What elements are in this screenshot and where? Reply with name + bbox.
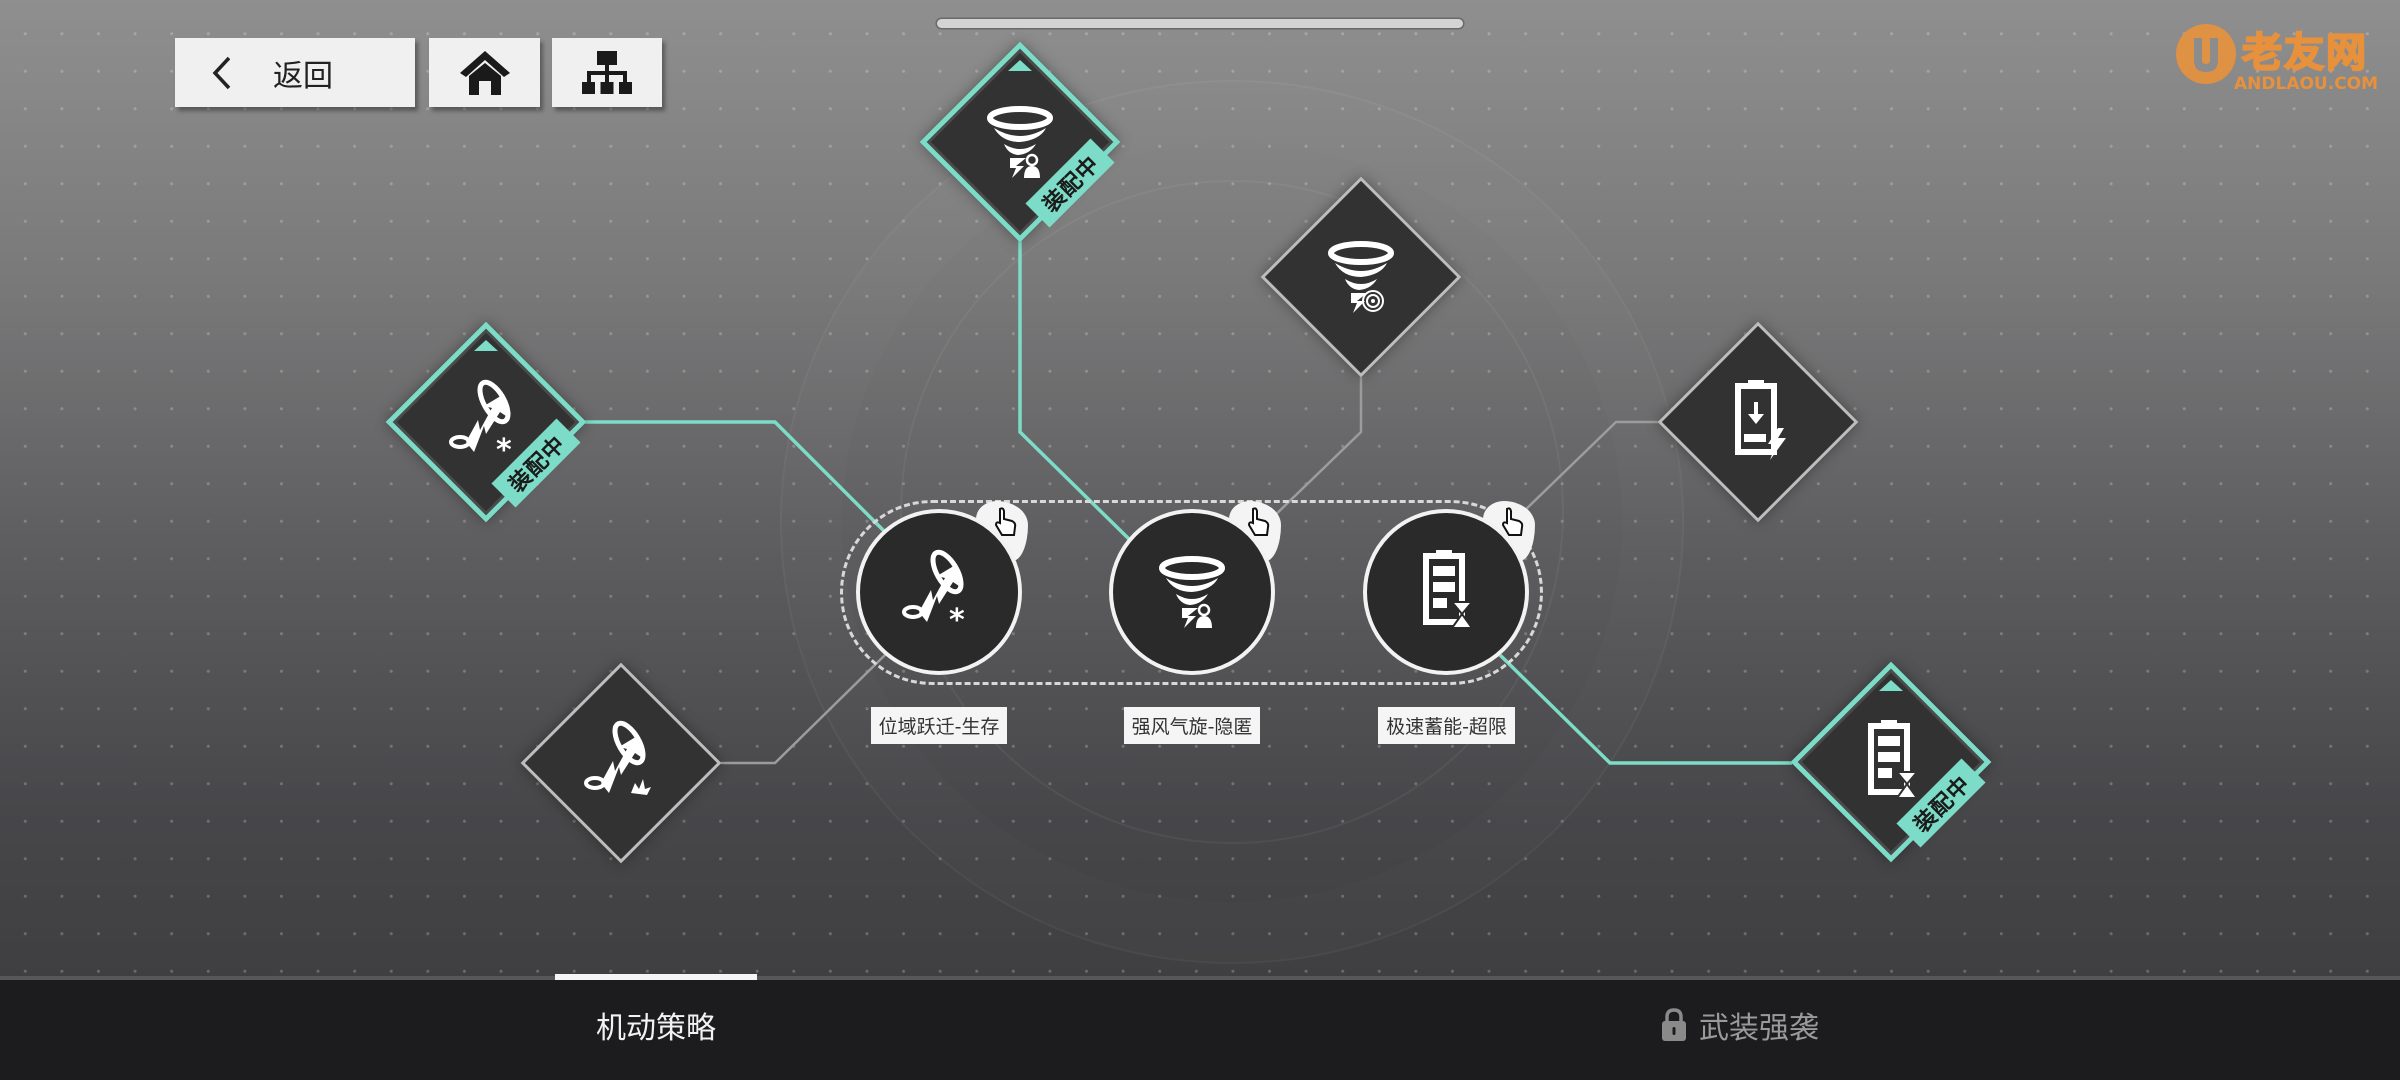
skill-tree-button[interactable] <box>552 38 662 107</box>
module-node-battery-overlimit[interactable]: 装配中 <box>1790 661 1992 863</box>
module-node-battery-charge[interactable] <box>1657 321 1859 523</box>
battery-hourglass-icon <box>1396 542 1475 629</box>
tab-label: 武装强袭 <box>1699 1011 1819 1046</box>
slot-label: 极速蓄能-超限 <box>1378 707 1515 744</box>
svg-text:*: * <box>949 603 965 638</box>
back-label: 返回 <box>273 58 333 94</box>
watermark-logo: 老友网 ANDLAOU.COM <box>2172 16 2392 96</box>
module-node-warp-survival[interactable]: * 装配中 <box>385 321 587 523</box>
tornado-stealth-icon <box>970 92 1070 192</box>
slot-tornado-stealth[interactable] <box>1109 501 1281 675</box>
watermark-u-icon <box>2176 24 2236 84</box>
home-icon <box>459 50 510 95</box>
dot-grid-background <box>0 0 2400 976</box>
tornado-stealth-icon <box>1142 542 1242 642</box>
home-button[interactable] <box>429 38 540 107</box>
connector-lines <box>585 240 1792 765</box>
slot-label: 位域跃迁-生存 <box>871 707 1007 744</box>
active-tab-indicator <box>555 974 757 980</box>
back-button[interactable]: 返回 <box>175 38 415 107</box>
tap-hand-icon <box>994 507 1017 536</box>
module-node-warp-burst[interactable] <box>520 662 722 864</box>
tab-mobility-strategy[interactable]: 机动策略 <box>555 974 757 1080</box>
module-node-tornado-stealth[interactable]: 装配中 <box>919 41 1121 243</box>
slot-label: 强风气旋-隐匿 <box>1124 707 1260 744</box>
bottom-tab-bar: 机动策略 武装强袭 <box>0 974 2400 1080</box>
equipped-marker-icon <box>1879 680 1903 691</box>
tab-armed-assault[interactable]: 武装强袭 <box>1630 980 1850 1080</box>
warp-arrow-survival-icon: * <box>436 372 536 468</box>
svg-text:*: * <box>496 433 512 468</box>
lock-icon <box>1662 1008 1686 1041</box>
hierarchy-icon <box>582 50 632 94</box>
equipped-marker-icon <box>1008 60 1032 71</box>
watermark-text-en: ANDLAOU.COM <box>2234 74 2379 94</box>
slot-battery-overlimit[interactable] <box>1363 501 1535 675</box>
tap-hand-icon <box>1501 507 1524 536</box>
module-node-tornado-spiral[interactable] <box>1260 176 1462 378</box>
watermark-text-cn: 老友网 <box>2241 29 2368 77</box>
warp-arrow-burst-icon <box>571 713 671 813</box>
page-scroll-indicator[interactable] <box>937 19 1463 28</box>
battery-lightning-icon <box>1708 372 1786 460</box>
warp-arrow-survival-icon: * <box>889 542 989 638</box>
equipped-marker-icon <box>474 340 498 351</box>
tap-hand-icon <box>1247 507 1270 536</box>
tab-label: 机动策略 <box>596 1011 716 1046</box>
tornado-spiral-icon <box>1311 227 1411 327</box>
slot-warp-survival[interactable]: * <box>856 501 1028 675</box>
chevron-left-icon <box>212 56 231 89</box>
battery-hourglass-icon <box>1841 712 1920 799</box>
